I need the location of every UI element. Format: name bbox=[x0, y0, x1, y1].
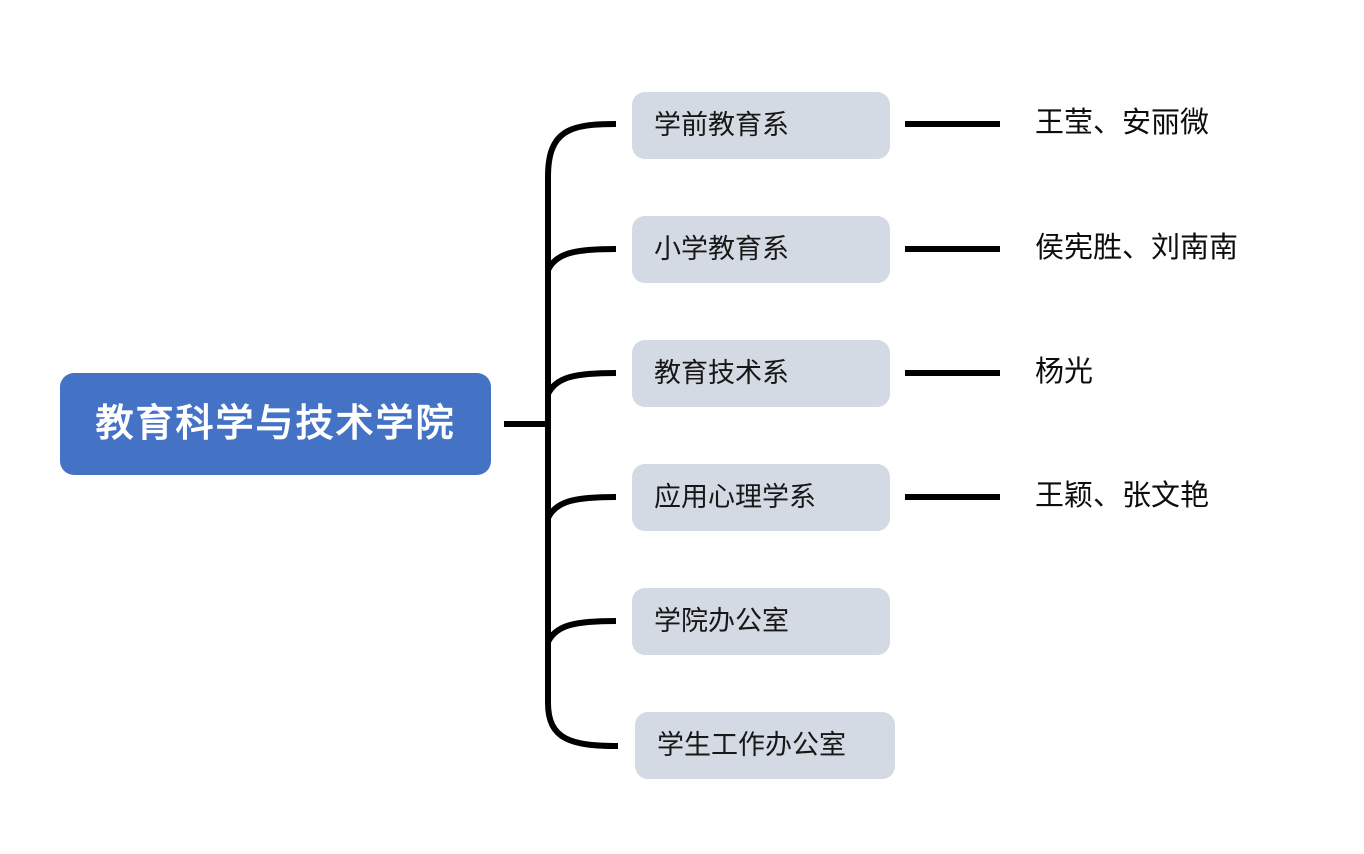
leader-name-2: 侯宪胜、刘南南 bbox=[1035, 232, 1239, 264]
branch-2 bbox=[545, 246, 617, 272]
branch-1 bbox=[545, 121, 617, 178]
root-node-education-college[interactable]: 教育科学与技术学院 bbox=[60, 373, 491, 475]
child-node-3-label: 教育技术系 bbox=[654, 358, 789, 388]
child-node-5[interactable]: 学院办公室 bbox=[632, 588, 890, 655]
child-node-2-label: 小学教育系 bbox=[654, 234, 789, 264]
branch-6 bbox=[545, 702, 619, 749]
child-node-1-label: 学前教育系 bbox=[654, 110, 789, 140]
child-node-4-label: 应用心理学系 bbox=[654, 482, 816, 512]
child-node-4[interactable]: 应用心理学系 bbox=[632, 464, 890, 531]
child-node-1[interactable]: 学前教育系 bbox=[632, 92, 890, 159]
root-node-label: 教育科学与技术学院 bbox=[95, 403, 456, 445]
branch-5 bbox=[545, 618, 617, 644]
leader-name-1: 王莹、安丽微 bbox=[1035, 107, 1210, 139]
child-node-3[interactable]: 教育技术系 bbox=[632, 340, 890, 407]
child-node-2[interactable]: 小学教育系 bbox=[632, 216, 890, 283]
leader-name-3: 杨光 bbox=[1035, 356, 1094, 388]
branch-3 bbox=[545, 370, 617, 396]
leader-name-4: 王颖、张文艳 bbox=[1035, 480, 1210, 512]
branch-4 bbox=[545, 494, 617, 520]
child-node-6[interactable]: 学生工作办公室 bbox=[635, 712, 895, 779]
child-node-5-label: 学院办公室 bbox=[654, 606, 789, 636]
child-node-6-label: 学生工作办公室 bbox=[657, 730, 846, 760]
